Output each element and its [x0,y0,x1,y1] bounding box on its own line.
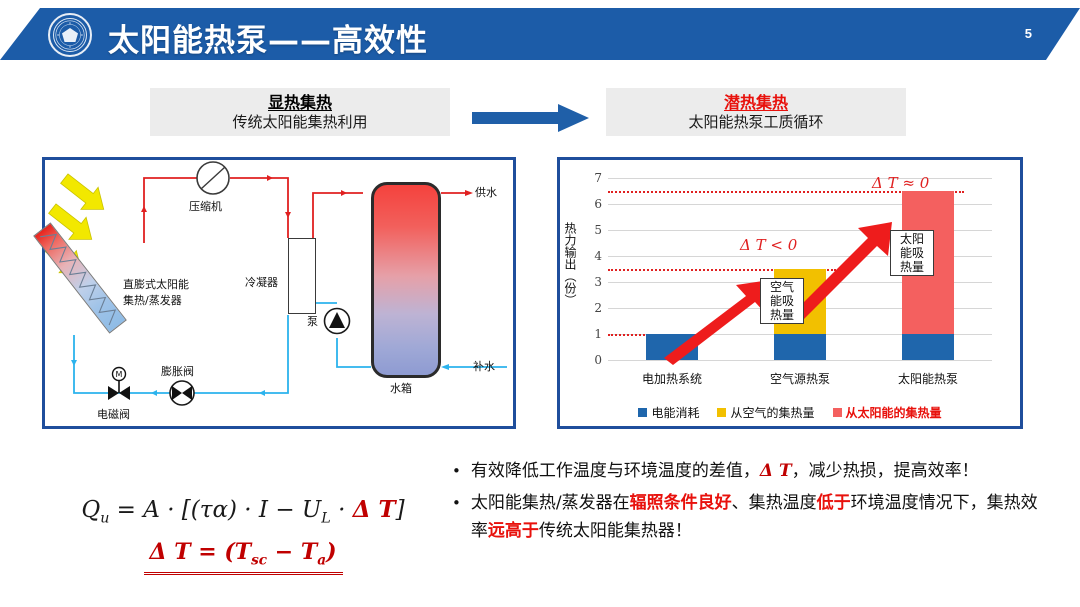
bar-segment [902,334,954,360]
emblem-ring-icon [55,20,85,50]
bar-chart: 热力输出（份） 0 1 2 3 4 5 6 7 电加热系统 空气源热泵 太阳能热泵 Δ T < 0… [560,160,1020,426]
bar-label-air-heat: 空气能吸热量 [760,278,804,324]
sensible-heat-heading-box: 显热集热 传统太阳能集热利用 [150,88,450,136]
bullet-text-2: 太阳能集热/蒸发器在辐照条件良好、集热温度低于环境温度情况下，集热效率远高于传统… [471,489,1052,545]
label-condenser: 冷凝器 [245,276,278,289]
y-tick-label: 6 [594,197,602,211]
collector-coil-icon [40,233,117,326]
legend-item-solar: 从太阳能的集热量 [832,404,942,421]
label-pump: 泵 [307,315,318,328]
x-tick-label: 空气源热泵 [769,372,830,386]
y-tick-label: 2 [594,301,602,315]
water-tank [371,182,441,378]
annotation-delta-t-negative: Δ T < 0 [740,236,798,254]
solar-heat-pump-schematic: M 压缩机 直膨式太阳能 集热/蒸发器 冷凝器 泵 水箱 供水 补水 膨胀阀 电… [33,157,516,429]
right-arrow-icon [472,104,589,132]
emblem-center-icon [62,28,78,42]
header-banner-shape [0,8,1080,60]
label-solenoid-valve: 电磁阀 [97,408,130,421]
bullet1-delta: Δ T [759,461,792,481]
latent-heat-heading-box: 潜热集热 太阳能热泵工质循环 [606,88,906,136]
y-tick-label: 7 [594,171,602,185]
svg-text:M: M [116,370,123,379]
legend-label-electricity: 电能消耗 [651,406,700,420]
page-number: 5 [1024,26,1032,41]
condenser-box [288,238,316,314]
legend-item-air: 从空气的集热量 [717,404,815,421]
label-supply-water: 供水 [475,186,497,199]
chart-y-axis-label: 热力输出（份） [563,222,577,306]
gridline [608,230,992,231]
legend-swatch-air [717,408,727,417]
gridline [608,178,992,179]
reference-line [608,269,836,271]
y-tick-label: 1 [594,327,602,341]
bullet-marker: • [452,462,461,480]
formula-line-1: Qu = A · [(τα) · I − UL · Δ T] [81,496,405,527]
bullet2-part1: 太阳能集热/蒸发器在 [470,493,630,513]
bar-segment [774,334,826,360]
bullet2-part5: 环境温度情况下，集热效率 [470,493,1038,541]
list-item: • 太阳能集热/蒸发器在辐照条件良好、集热温度低于环境温度情况下，集热效率远高于… [452,489,1052,545]
bullet1-part3: ，减少热损，提高效率！ [791,461,979,481]
annotation-delta-t-zero: Δ T ≈ 0 [872,174,930,192]
reference-line [608,191,964,193]
bullet1-part1: 有效降低工作温度与环境温度的差值， [470,461,760,481]
legend-label-air: 从空气的集热量 [730,406,815,420]
bullet2-hl2: 低于 [816,493,851,513]
label-expansion-valve: 膨胀阀 [161,365,194,378]
bullet2-hl1: 辐照条件良好 [629,493,732,513]
university-emblem-icon [48,13,92,57]
solar-collector-evaporator [33,222,127,334]
label-collector-line1: 直膨式太阳能 [123,278,189,291]
key-points-list: • 有效降低工作温度与环境温度的差值，Δ T，减少热损，提高效率！ • 太阳能集… [452,457,1052,549]
label-collector-line2: 集热/蒸发器 [123,294,182,307]
efficiency-formula: Qu = A · [(τα) · I − UL · Δ T] Δ T = (Ts… [48,496,438,575]
page-title: 太阳能热泵——高效性 [108,23,428,59]
label-makeup-water: 补水 [473,360,495,373]
x-tick-label: 太阳能热泵 [897,372,958,386]
label-tank: 水箱 [390,382,412,395]
schematic-piping: M [45,161,507,406]
gridline [608,360,992,361]
legend-label-solar: 从太阳能的集热量 [845,406,942,420]
label-compressor: 压缩机 [189,200,222,213]
bar-label-solar-heat: 太阳能吸热量 [890,230,934,276]
sensible-heat-title: 显热集热 [267,92,332,112]
formula-line-2: Δ T = (Tsc − Ta) [143,539,343,575]
gridline [608,256,992,257]
bullet2-hl3: 远高于 [487,521,539,541]
gridline [608,204,992,205]
y-tick-label: 4 [594,249,602,263]
chart-growth-arrows [664,222,892,365]
y-tick-label: 0 [594,353,602,367]
y-tick-label: 5 [594,223,602,237]
y-tick-label: 3 [594,275,602,289]
bullet2-part3: 、集热温度 [731,493,817,513]
sensible-heat-subtitle: 传统太阳能集热利用 [232,112,368,131]
legend-swatch-solar [832,408,842,417]
bullet-marker: • [452,494,461,512]
list-item: • 有效降低工作温度与环境温度的差值，Δ T，减少热损，提高效率！ [452,457,1052,485]
slide-header: 太阳能热泵——高效性 5 [0,8,1080,60]
x-tick-label: 电加热系统 [641,372,702,386]
energy-output-chart-panel: 热力输出（份） 0 1 2 3 4 5 6 7 电加热系统 空气源热泵 太阳能热泵 Δ T < 0… [557,157,1023,429]
legend-swatch-electricity [638,408,648,417]
bullet2-part7: 传统太阳能集热器！ [538,521,692,541]
chart-legend: 电能消耗 从空气的集热量 从太阳能的集热量 [560,404,1020,421]
latent-heat-subtitle: 太阳能热泵工质循环 [688,112,824,131]
latent-heat-title: 潜热集热 [723,92,788,112]
bullet-text-1: 有效降低工作温度与环境温度的差值，Δ T，减少热损，提高效率！ [471,457,1052,485]
legend-item-electricity: 电能消耗 [638,404,699,421]
